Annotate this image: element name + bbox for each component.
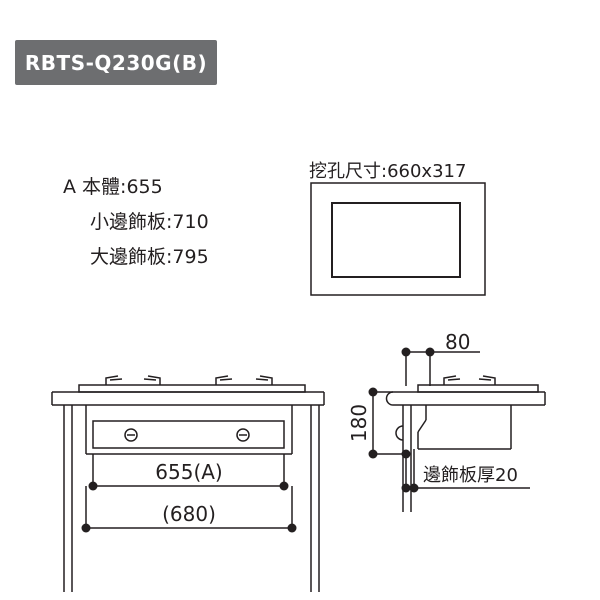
spec-large-trim: 大邊飾板:795 (90, 246, 209, 268)
dim-180-label: 180 (347, 404, 371, 442)
hob-glass-top (78, 384, 306, 393)
side-view (372, 351, 546, 512)
control-knob-left (124, 428, 138, 442)
trim-thickness-label: 邊飾板厚20 (423, 465, 518, 486)
control-panel (92, 420, 285, 449)
pan-support-1 (105, 375, 123, 385)
cutout-diagram (310, 182, 486, 296)
cutout-inner-hole (331, 202, 461, 278)
front-view-dots (81, 481, 297, 533)
side-view-dots (368, 347, 435, 493)
pan-support-2 (143, 375, 161, 385)
side-hob-glass (417, 384, 539, 393)
front-view (51, 375, 325, 592)
control-knob-right (236, 428, 250, 442)
spec-small-trim: 小邊飾板:710 (90, 211, 209, 233)
model-badge: RBTS-Q230G(B) (15, 40, 217, 85)
dim-a-label: 655(A) (155, 460, 222, 484)
spec-body-width: A 本體:655 (63, 176, 163, 198)
dim-total-label: (680) (162, 502, 216, 526)
cutout-size-label: 挖孔尺寸:660x317 (309, 161, 467, 182)
cutout-outer-frame (310, 182, 486, 296)
pan-support-4 (255, 375, 273, 385)
dim-80-label: 80 (445, 330, 470, 354)
model-number: RBTS-Q230G(B) (24, 50, 208, 75)
side-countertop-edge (385, 391, 394, 406)
pan-support-3 (215, 375, 233, 385)
